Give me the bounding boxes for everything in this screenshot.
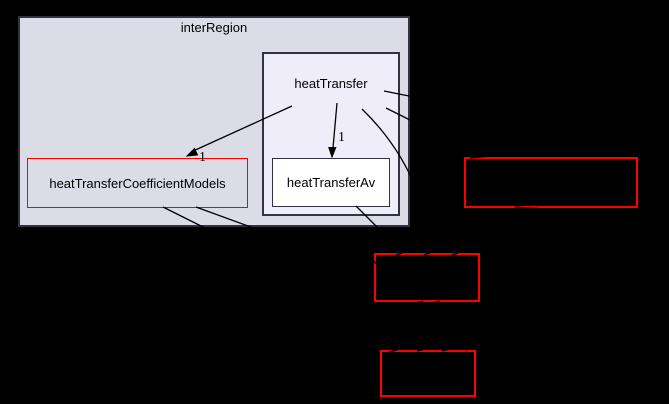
node-external-top-right[interactable] (464, 157, 638, 208)
node-heattransfercoefficientmodels[interactable]: heatTransferCoefficientModels (27, 158, 248, 208)
node-external-bottom[interactable] (380, 350, 476, 397)
cluster-interregion-label: interRegion (180, 20, 248, 35)
cluster-heattransfer-label: heatTransfer (294, 76, 368, 91)
node-heattransferav-label: heatTransferAv (286, 175, 376, 190)
node-heattransferav[interactable]: heatTransferAv (272, 158, 390, 207)
node-heattransfercoefficientmodels-label: heatTransferCoefficientModels (49, 175, 226, 191)
node-external-middle[interactable] (374, 253, 480, 302)
